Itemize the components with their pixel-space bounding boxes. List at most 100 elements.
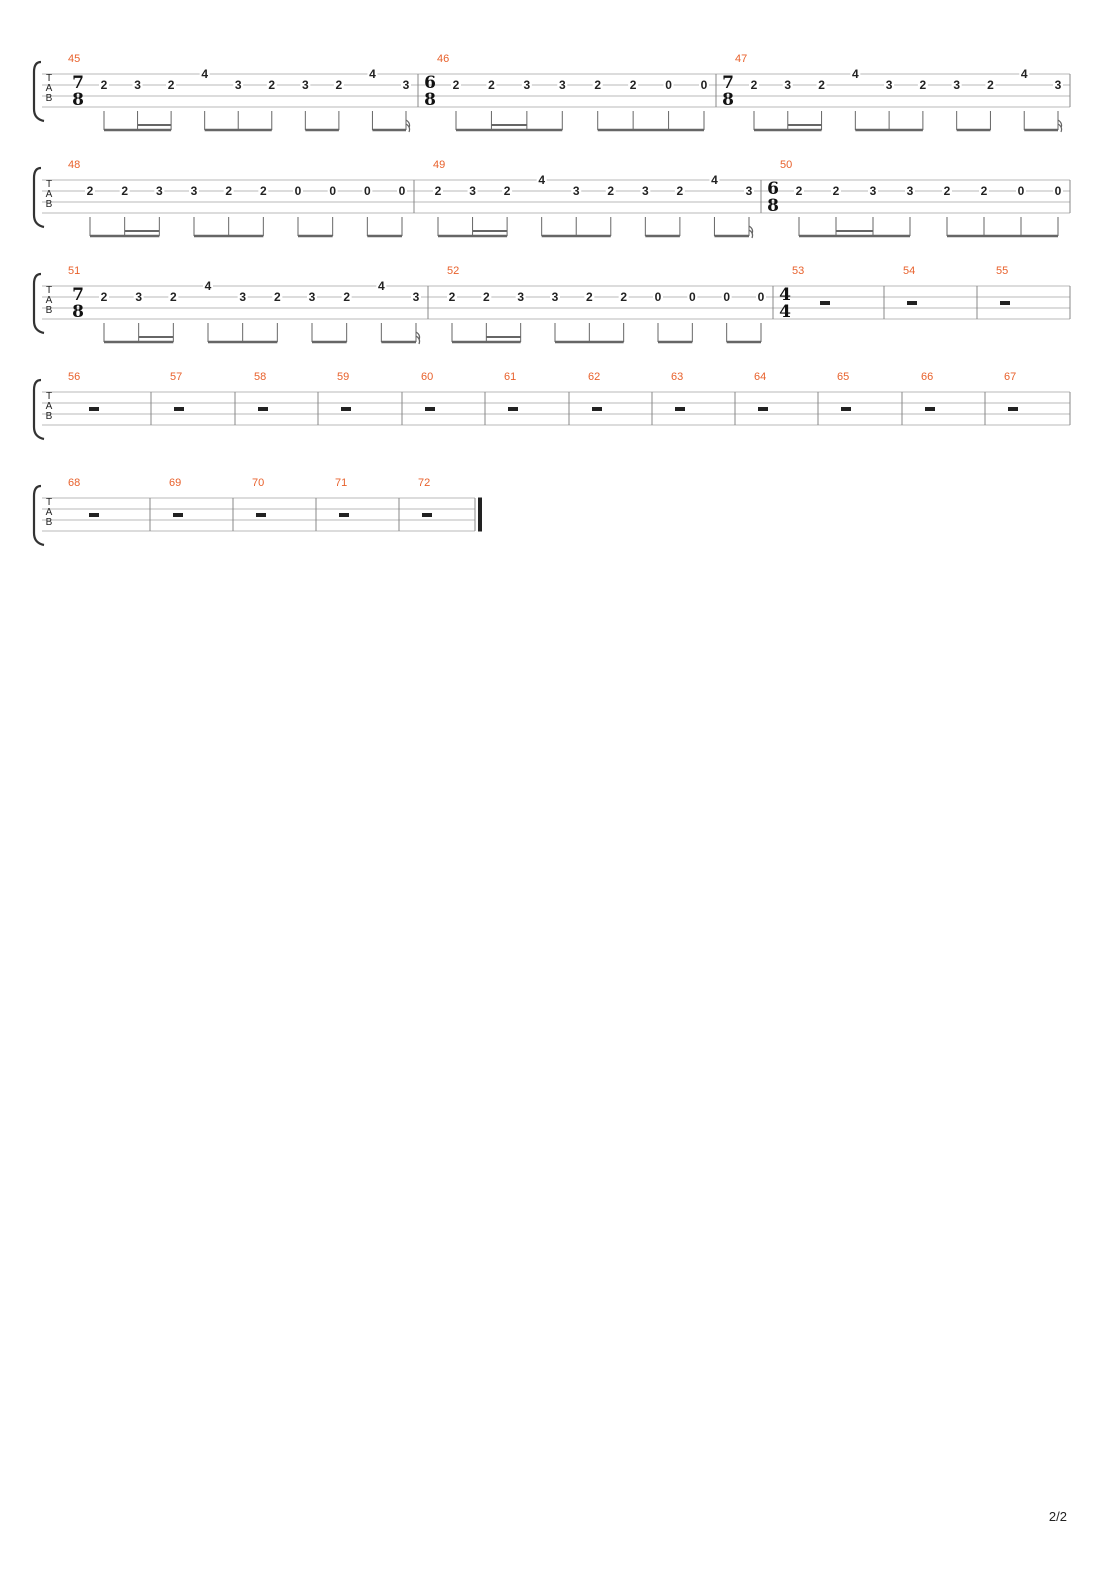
- note-mask: [536, 175, 547, 186]
- rest-symbol: [675, 407, 685, 411]
- note-mask: [300, 80, 311, 91]
- fret-number: 2: [796, 184, 803, 198]
- fret-number: 2: [101, 290, 108, 304]
- note-mask: [917, 80, 928, 91]
- measure-number: 66: [921, 371, 933, 383]
- fret-number: 4: [201, 67, 208, 81]
- fret-number: 2: [101, 78, 108, 92]
- tab-clef-letter: B: [46, 305, 53, 316]
- fret-number: 2: [818, 78, 825, 92]
- tab-clef-letter: A: [46, 401, 53, 412]
- measure: 67: [1004, 371, 1018, 411]
- measure: 71: [335, 477, 349, 517]
- fret-number: 3: [309, 290, 316, 304]
- time-signature-bottom: 8: [72, 90, 84, 110]
- fret-number: 0: [1018, 184, 1025, 198]
- rest-symbol: [174, 407, 184, 411]
- tab-clef-letter: T: [46, 497, 52, 508]
- fret-number: 3: [413, 290, 420, 304]
- note-mask: [1053, 80, 1063, 91]
- rest-symbol: [258, 407, 268, 411]
- fret-number: 3: [403, 78, 410, 92]
- fret-number: 2: [620, 290, 627, 304]
- rest-symbol: [89, 407, 99, 411]
- fret-number: 0: [689, 290, 696, 304]
- fret-number: 2: [586, 290, 593, 304]
- note-mask: [199, 69, 210, 80]
- note-mask: [521, 80, 532, 91]
- fret-number: 3: [302, 78, 309, 92]
- tab-clef-letter: A: [46, 189, 53, 200]
- fret-number: 2: [274, 290, 281, 304]
- tab-clef-letter: T: [46, 179, 52, 190]
- note-mask: [502, 186, 513, 197]
- measure: 65: [837, 371, 851, 411]
- note-mask: [189, 186, 199, 197]
- measure: 57: [170, 371, 184, 411]
- note-mask: [411, 292, 421, 303]
- note-mask: [831, 186, 841, 197]
- note-flag: [415, 331, 421, 345]
- fret-number: 3: [517, 290, 524, 304]
- note-mask: [133, 292, 144, 303]
- rest-symbol: [425, 407, 435, 411]
- note-mask: [674, 186, 685, 197]
- note-mask: [628, 80, 639, 91]
- fret-number: 2: [981, 184, 988, 198]
- note-mask: [99, 80, 109, 91]
- fret-number: 2: [87, 184, 94, 198]
- fret-number: 4: [378, 279, 385, 293]
- fret-number: 2: [483, 290, 490, 304]
- note-flag: [748, 225, 754, 239]
- rest-symbol: [173, 513, 183, 517]
- note-mask: [816, 80, 827, 91]
- fret-number: 0: [665, 78, 672, 92]
- fret-number: 3: [573, 184, 580, 198]
- time-signature-bottom: 8: [424, 90, 436, 110]
- system-bracket: [32, 272, 45, 335]
- note-mask: [168, 292, 179, 303]
- note-mask: [687, 292, 698, 303]
- fret-number: 4: [852, 67, 859, 81]
- time-signature-top: 7: [72, 285, 84, 305]
- rest-symbol: [820, 301, 830, 305]
- measure: 61: [504, 371, 518, 411]
- rest-symbol: [1008, 407, 1018, 411]
- note-mask: [653, 292, 663, 303]
- note-mask: [515, 292, 526, 303]
- note-mask: [327, 186, 338, 197]
- measure: 68: [68, 477, 99, 517]
- note-mask: [640, 186, 651, 197]
- tab-clef-letter: T: [46, 391, 52, 402]
- tab-clef-letter: A: [46, 295, 53, 306]
- note-mask: [119, 186, 130, 197]
- note-mask: [571, 186, 582, 197]
- rest-symbol: [907, 301, 917, 305]
- measure-number: 69: [169, 477, 181, 489]
- fret-number: 2: [504, 184, 511, 198]
- fret-number: 3: [135, 290, 142, 304]
- note-mask: [979, 186, 989, 197]
- time-signature-bottom: 4: [779, 302, 791, 322]
- note-mask: [481, 292, 492, 303]
- fret-number: 3: [907, 184, 914, 198]
- measure-number: 68: [68, 477, 80, 489]
- note-mask: [447, 292, 457, 303]
- note-mask: [592, 80, 603, 91]
- fret-number: 4: [205, 279, 212, 293]
- note-mask: [166, 80, 177, 91]
- fret-number: 2: [488, 78, 495, 92]
- measure-number: 51: [68, 265, 80, 277]
- note-mask: [376, 281, 387, 292]
- measure: 66: [921, 371, 935, 411]
- tab-clef-letter: A: [46, 83, 53, 94]
- final-barline: [478, 497, 482, 532]
- measure-number: 64: [754, 371, 766, 383]
